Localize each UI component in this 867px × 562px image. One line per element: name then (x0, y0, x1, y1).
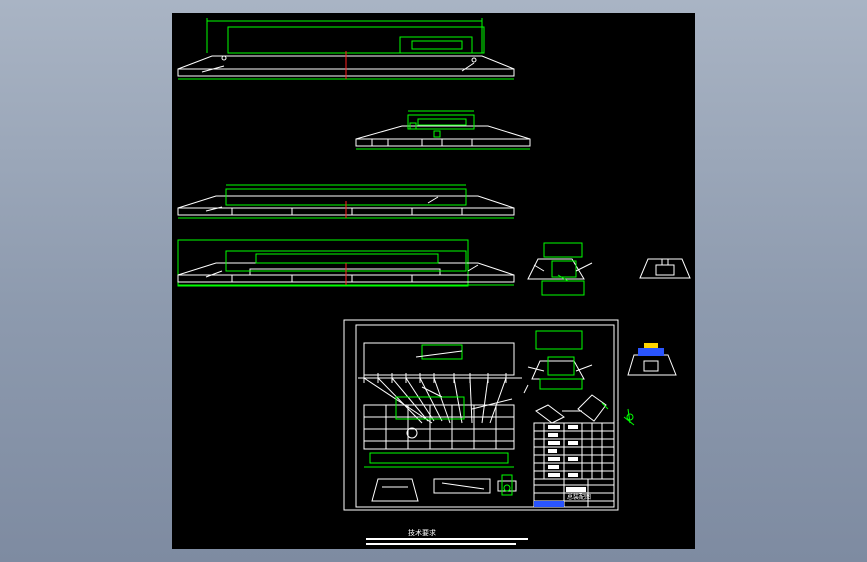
notes-title: 技术要求 (408, 528, 436, 537)
end-view-right (639, 258, 691, 279)
side-view-small (355, 110, 531, 150)
part-balloons (358, 373, 522, 424)
end-view-colored (627, 343, 677, 376)
side-view-middle (177, 184, 515, 219)
assembly-sheet: 总装配图 (343, 319, 619, 511)
title-block-label: 总装配图 (567, 493, 591, 501)
cad-drawing-canvas[interactable]: 总装配图 技术要求 (172, 13, 695, 549)
small-detail-green (623, 408, 635, 426)
parts-list-table: 总装配图 (533, 422, 615, 508)
end-view-upper (527, 242, 593, 296)
side-view-section (177, 239, 515, 287)
technical-notes: 技术要求 (366, 528, 528, 545)
side-view-top (177, 18, 515, 80)
cad-viewport[interactable]: 总装配图 技术要求 (172, 13, 695, 549)
